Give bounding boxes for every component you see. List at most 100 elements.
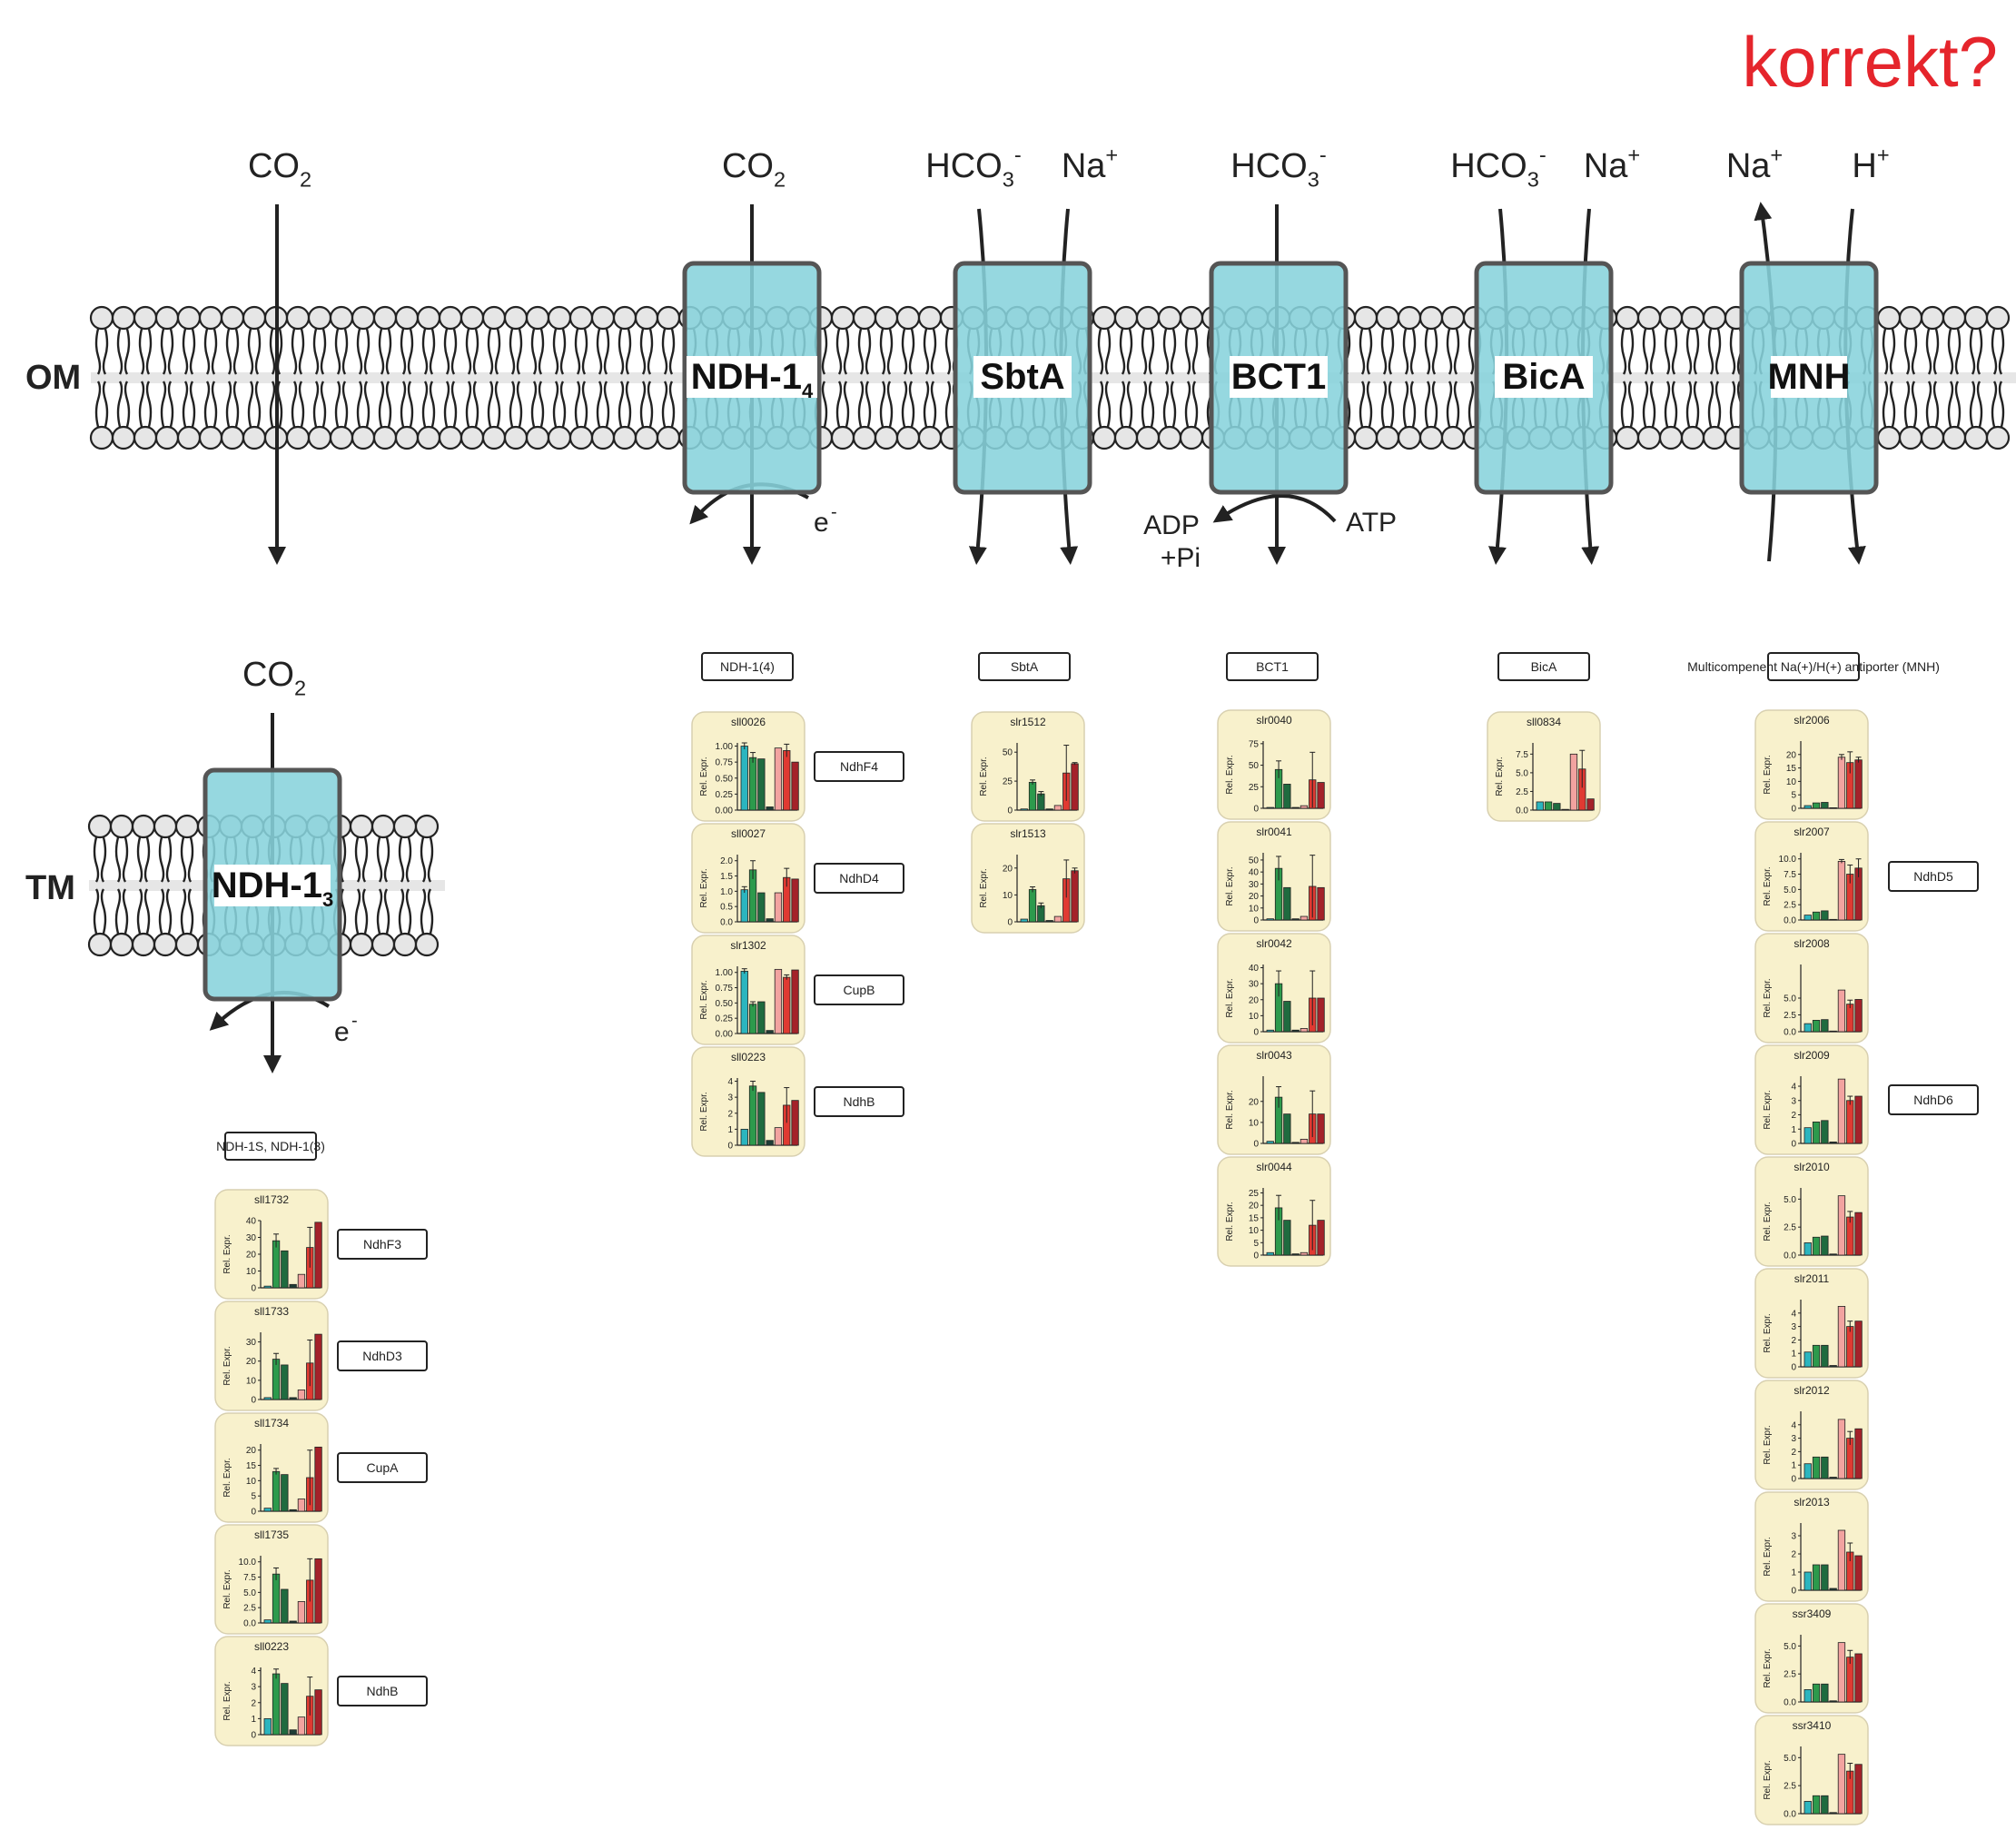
lipid-head bbox=[109, 932, 134, 957]
bar bbox=[1837, 1306, 1846, 1368]
lipid-tail bbox=[923, 381, 930, 428]
lipid-head bbox=[656, 305, 681, 331]
bar bbox=[263, 1285, 272, 1289]
subunit-tag-box bbox=[814, 974, 904, 1005]
lipid-tail bbox=[160, 381, 167, 428]
lipid-tail bbox=[1998, 328, 2005, 375]
lipid-tail bbox=[376, 888, 383, 935]
lipid-tail bbox=[1104, 328, 1112, 375]
lipid-tail bbox=[494, 381, 501, 428]
y-tick-label: 1 bbox=[1791, 1350, 1796, 1360]
bar bbox=[774, 747, 783, 811]
lipid-head bbox=[1702, 305, 1727, 331]
lipid-tail bbox=[668, 381, 676, 428]
lipid-tail bbox=[298, 328, 305, 375]
lipid-tail bbox=[254, 328, 262, 375]
y-tick-label: 20 bbox=[1249, 1202, 1260, 1212]
lipid-head bbox=[1418, 305, 1444, 331]
y-axis-label: Rel. Expr. bbox=[222, 1569, 232, 1608]
substrate-label: Na+ bbox=[1062, 143, 1118, 185]
group-title: BicA bbox=[1531, 659, 1557, 674]
lipid-tail bbox=[930, 328, 937, 375]
lipid-tail bbox=[843, 328, 850, 375]
bar bbox=[1837, 757, 1846, 809]
lipid-head bbox=[371, 814, 396, 839]
lipid-tail bbox=[857, 381, 865, 428]
y-tick-label: 0.0 bbox=[1784, 1251, 1796, 1261]
panel-bg bbox=[1217, 1156, 1331, 1267]
y-axis-label: Rel. Expr. bbox=[979, 757, 989, 796]
lipid-tail bbox=[1925, 328, 1932, 375]
bar bbox=[1804, 1023, 1812, 1033]
lipid-head bbox=[1876, 425, 1902, 450]
lipid-tail bbox=[509, 381, 516, 428]
lipid-head bbox=[131, 814, 156, 839]
lipid-head bbox=[242, 425, 267, 450]
y-tick-label: 0.00 bbox=[716, 1030, 734, 1040]
lipid-tail bbox=[320, 381, 327, 428]
subunit-tag: NdhB bbox=[814, 1086, 904, 1117]
lipid-tail bbox=[625, 381, 632, 428]
gene-name: slr2007 bbox=[1794, 826, 1830, 838]
lipid-head bbox=[351, 305, 376, 331]
lipid-head bbox=[1397, 425, 1422, 450]
lipid-head bbox=[1985, 425, 2011, 450]
lipid-head bbox=[89, 425, 114, 450]
subunit-tag-label: CupB bbox=[843, 983, 875, 997]
lipid-tail bbox=[1729, 381, 1736, 428]
y-axis-label: Rel. Expr. bbox=[1763, 1537, 1773, 1576]
bar bbox=[1854, 1428, 1863, 1479]
bar bbox=[1266, 1029, 1274, 1033]
lipid-tail bbox=[1693, 381, 1700, 428]
lipid-tail bbox=[930, 381, 937, 428]
group-title-bct1: BCT1 bbox=[1226, 652, 1319, 681]
y-tick-label: 7.5 bbox=[1516, 750, 1528, 760]
lipid-tail bbox=[923, 328, 930, 375]
y-tick-label: 3 bbox=[1791, 1532, 1796, 1542]
lipid-tail bbox=[1954, 381, 1962, 428]
bar bbox=[1812, 1683, 1821, 1703]
lipid-head bbox=[1876, 305, 1902, 331]
panel-bg bbox=[1217, 933, 1331, 1044]
lipid-tail bbox=[865, 328, 872, 375]
lipid-tail bbox=[180, 888, 187, 935]
y-tick-label: 2.5 bbox=[1516, 787, 1528, 797]
lipid-head bbox=[392, 932, 418, 957]
y-axis-label: Rel. Expr. bbox=[1763, 1202, 1773, 1241]
bar bbox=[1020, 808, 1028, 811]
lipid-head bbox=[153, 814, 178, 839]
bar bbox=[297, 1273, 306, 1289]
lipid-tail bbox=[530, 381, 538, 428]
lipid-tail bbox=[187, 888, 194, 935]
lipid-head bbox=[372, 305, 398, 331]
bar bbox=[1804, 1689, 1812, 1703]
y-tick-label: 20 bbox=[1003, 864, 1013, 874]
subunit-tag: NdhD4 bbox=[814, 863, 904, 894]
group-title-box bbox=[701, 652, 794, 681]
y-tick-label: 0.75 bbox=[716, 984, 734, 994]
lipid-tail bbox=[341, 328, 349, 375]
subunit-tag-label: NdhD6 bbox=[1913, 1093, 1953, 1107]
lipid-head bbox=[1920, 305, 1945, 331]
y-tick-label: 2 bbox=[1791, 1111, 1796, 1121]
subunit-tag: CupB bbox=[814, 974, 904, 1005]
bar bbox=[774, 1127, 783, 1146]
y-axis-label: Rel. Expr. bbox=[1225, 866, 1235, 905]
lipid-tail bbox=[1126, 381, 1133, 428]
y-axis-label: Rel. Expr. bbox=[1763, 1760, 1773, 1799]
bar bbox=[1854, 1764, 1863, 1815]
bar bbox=[766, 918, 774, 923]
lipid-tail bbox=[908, 328, 915, 375]
bar bbox=[281, 1474, 289, 1512]
bar bbox=[774, 892, 783, 923]
bar bbox=[1317, 782, 1325, 809]
lipid-tail bbox=[122, 836, 129, 883]
y-tick-label: 10 bbox=[1003, 891, 1013, 901]
bar bbox=[1020, 918, 1028, 923]
y-tick-label: 40 bbox=[1249, 964, 1260, 974]
